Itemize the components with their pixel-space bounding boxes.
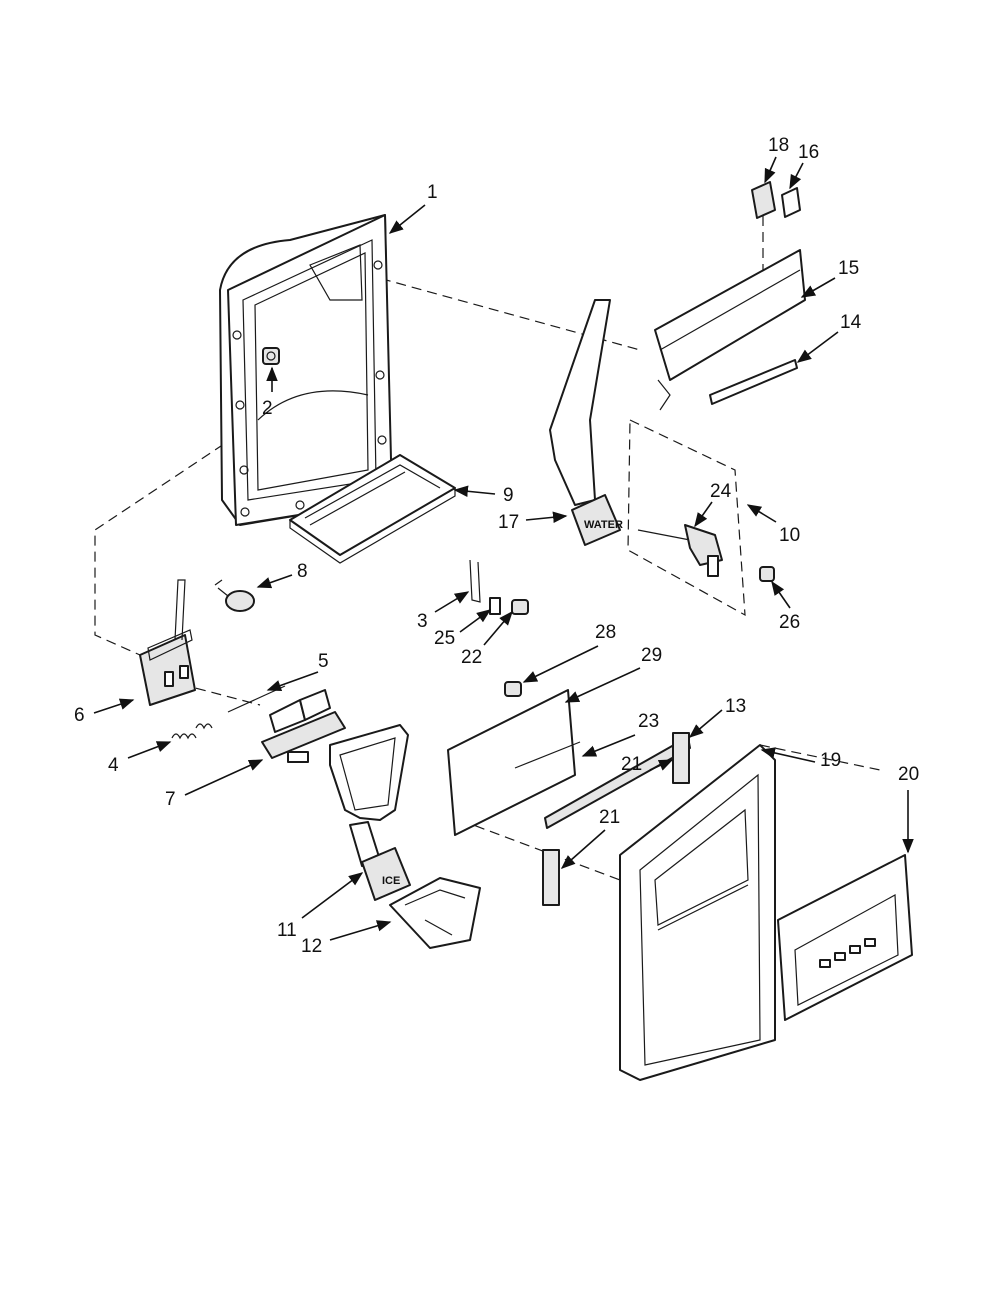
callout-12: 12 <box>301 936 322 957</box>
callout-22: 22 <box>461 647 482 668</box>
callout-4: 4 <box>108 755 119 776</box>
part-dispenser-cover-20 <box>777 854 913 1021</box>
part-screw-22 <box>511 599 529 615</box>
part-control-module <box>139 579 196 706</box>
part-screw-26 <box>759 566 775 582</box>
callout-11: 11 <box>277 920 297 941</box>
callout-21a: 21 <box>621 754 642 775</box>
callout-18: 18 <box>768 135 789 156</box>
callout-23: 23 <box>638 711 659 732</box>
callout-16: 16 <box>798 142 819 163</box>
callout-20: 20 <box>898 764 919 785</box>
callout-17: 17 <box>498 512 519 533</box>
callout-21b: 21 <box>599 807 620 828</box>
water-paddle-label: WATER <box>584 519 623 531</box>
callout-15: 15 <box>838 258 859 279</box>
ice-paddle-label: ICE <box>382 875 400 887</box>
part-switch-3 <box>469 559 481 603</box>
callout-8: 8 <box>297 561 308 582</box>
callout-10: 10 <box>779 525 800 546</box>
part-ice-chute <box>389 877 481 949</box>
part-control-board-29 <box>447 689 576 836</box>
callout-24: 24 <box>710 481 732 502</box>
callout-1: 1 <box>427 182 438 203</box>
part-water-lever: WATER <box>549 299 623 546</box>
part-foam-block-21b <box>542 849 560 906</box>
callout-19: 19 <box>820 750 841 771</box>
callout-13: 13 <box>725 696 746 717</box>
part-foam-block-21a <box>672 732 690 784</box>
callout-3: 3 <box>417 611 428 632</box>
part-plate-16 <box>781 187 801 218</box>
part-light-socket <box>214 579 255 612</box>
part-sensor-18 <box>751 181 776 219</box>
part-screw-2 <box>262 347 280 365</box>
part-pin-5 <box>227 685 286 713</box>
callout-29: 29 <box>641 645 662 666</box>
callout-2: 2 <box>262 398 273 419</box>
part-screw-28 <box>504 681 522 697</box>
callout-25: 25 <box>434 628 455 649</box>
callout-28: 28 <box>595 622 616 643</box>
part-dispenser-housing <box>219 214 393 526</box>
part-water-valve <box>627 419 746 617</box>
part-insulator-25 <box>489 597 501 615</box>
callouts: 1 2 3 4 5 6 7 8 9 10 11 12 13 14 15 16 1 <box>74 135 919 957</box>
callout-5: 5 <box>318 651 329 672</box>
callout-7: 7 <box>165 789 176 810</box>
part-spring-4 <box>171 723 213 740</box>
part-housing-bracket-15 <box>654 249 806 411</box>
part-solenoid <box>261 689 346 763</box>
callout-26: 26 <box>779 612 800 633</box>
part-ice-lever: ICE <box>329 724 411 901</box>
callout-14: 14 <box>840 312 862 333</box>
part-strip-14 <box>709 359 798 405</box>
part-dispenser-frame-19 <box>619 744 776 1081</box>
callout-9: 9 <box>503 485 514 506</box>
part-led-strip-23 <box>514 741 581 769</box>
callout-6: 6 <box>74 705 85 726</box>
